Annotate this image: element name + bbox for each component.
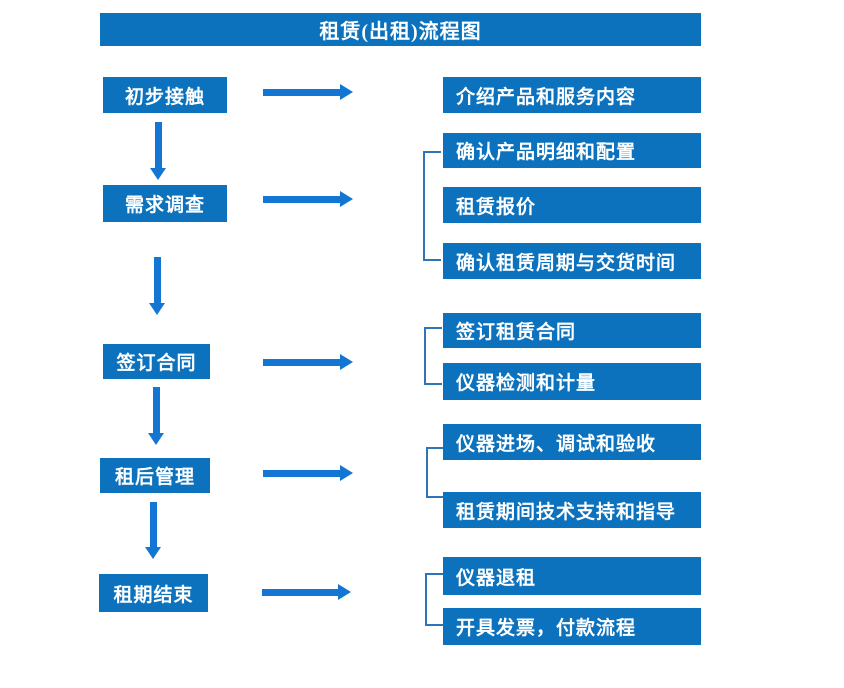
flowchart-title: 租赁(出租)流程图 bbox=[100, 13, 701, 46]
right-arrow bbox=[263, 354, 353, 370]
detail-box-instrument-testing: 仪器检测和计量 bbox=[443, 363, 701, 400]
right-arrow-head bbox=[340, 465, 353, 481]
detail-box-instrument-return: 仪器退租 bbox=[443, 557, 701, 595]
down-arrow-shaft bbox=[154, 122, 162, 168]
right-arrow-shaft bbox=[263, 469, 340, 477]
down-arrow bbox=[145, 502, 161, 559]
right-arrow bbox=[263, 84, 353, 100]
step-box-initial-contact: 初步接触 bbox=[103, 77, 227, 113]
down-arrow bbox=[148, 387, 164, 445]
group-bracket-rental-end bbox=[425, 573, 443, 626]
group-bracket-post-rental-mgmt bbox=[426, 447, 444, 498]
down-arrow-head bbox=[149, 303, 165, 315]
right-arrow-head bbox=[340, 191, 353, 207]
down-arrow-shaft bbox=[153, 257, 161, 303]
step-box-sign-contract: 签订合同 bbox=[103, 344, 210, 379]
down-arrow bbox=[149, 257, 165, 315]
down-arrow-head bbox=[148, 433, 164, 445]
detail-box-instrument-entry: 仪器进场、调试和验收 bbox=[443, 424, 701, 460]
step-box-rental-end: 租期结束 bbox=[99, 574, 208, 612]
detail-box-tech-support: 租赁期间技术支持和指导 bbox=[443, 492, 701, 528]
detail-box-rental-quotation: 租赁报价 bbox=[443, 187, 701, 223]
right-arrow-shaft bbox=[263, 88, 340, 96]
detail-box-introduce-products: 介绍产品和服务内容 bbox=[443, 77, 701, 113]
right-arrow-shaft bbox=[263, 195, 340, 203]
right-arrow-shaft bbox=[263, 358, 340, 366]
group-bracket-sign-contract bbox=[424, 327, 442, 385]
down-arrow-shaft bbox=[149, 502, 157, 547]
group-bracket-demand-survey bbox=[423, 151, 441, 261]
detail-box-sign-rental-contract: 签订租赁合同 bbox=[443, 313, 701, 348]
right-arrow bbox=[263, 465, 353, 481]
right-arrow-shaft bbox=[262, 588, 338, 596]
right-arrow-head bbox=[340, 354, 353, 370]
right-arrow bbox=[263, 191, 353, 207]
down-arrow-head bbox=[145, 547, 161, 559]
detail-box-confirm-period: 确认租赁周期与交货时间 bbox=[443, 243, 701, 279]
down-arrow-head bbox=[150, 168, 166, 180]
detail-box-invoice-payment: 开具发票，付款流程 bbox=[443, 608, 701, 645]
right-arrow-head bbox=[340, 84, 353, 100]
down-arrow-shaft bbox=[152, 387, 160, 433]
detail-box-confirm-product-spec: 确认产品明细和配置 bbox=[443, 133, 701, 168]
step-box-post-rental-mgmt: 租后管理 bbox=[100, 458, 210, 493]
right-arrow-head bbox=[338, 584, 351, 600]
down-arrow bbox=[150, 122, 166, 180]
right-arrow bbox=[262, 584, 351, 600]
step-box-demand-survey: 需求调查 bbox=[103, 185, 227, 222]
